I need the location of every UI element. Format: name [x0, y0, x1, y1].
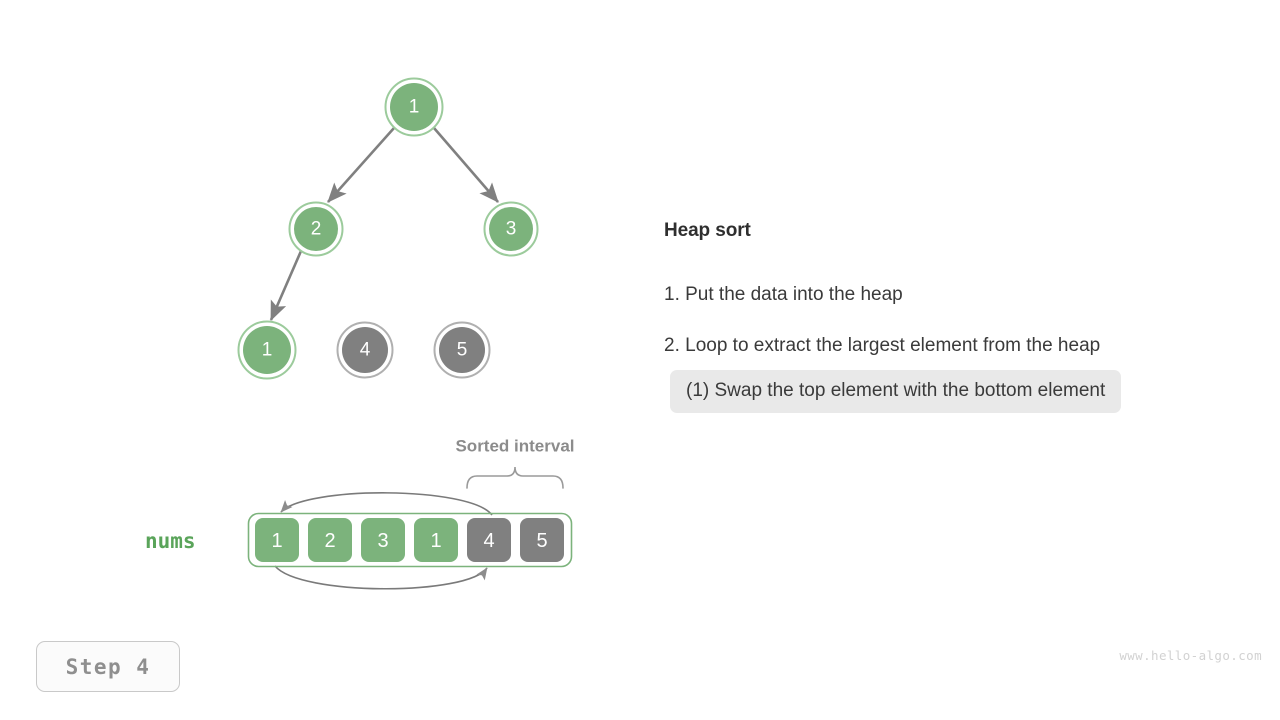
- tree-node-ring: [288, 201, 344, 257]
- tree-node-circle: [342, 327, 388, 373]
- tree-node-ring: [433, 321, 491, 379]
- array-cell-box: [467, 518, 511, 562]
- tree-node-circle: [390, 83, 438, 131]
- array-cell-1[interactable]: 2: [308, 518, 352, 562]
- page-title: Heap sort: [664, 220, 751, 241]
- array-cell-box: [308, 518, 352, 562]
- array-cell-value: 3: [377, 530, 388, 552]
- swap-arrow-top: [280, 492, 493, 516]
- tree-node-circle: [243, 326, 291, 374]
- sorted-interval-brace: [466, 466, 564, 489]
- tree-node-circle: [439, 327, 485, 373]
- tree-edges: [269, 127, 499, 321]
- array-cell-box: [520, 518, 564, 562]
- sorted-interval-label: Sorted interval: [455, 437, 574, 456]
- algorithm-step-1: 1. Put the data into the heap: [664, 284, 903, 305]
- array-cell-5[interactable]: 5: [520, 518, 564, 562]
- swap-arrow-bottom: [274, 565, 488, 590]
- tree-node-ring: [336, 321, 394, 379]
- tree-node-circle: [294, 207, 338, 251]
- algorithm-step-2: 2. Loop to extract the largest element f…: [664, 335, 1101, 356]
- tree-node-value: 3: [506, 219, 517, 240]
- tree-node-ring: [483, 201, 539, 257]
- tree-node-root[interactable]: 1: [384, 77, 444, 137]
- tree-node-value: 4: [360, 340, 371, 361]
- array-cell-box: [414, 518, 458, 562]
- tree-node-left[interactable]: 2: [288, 201, 344, 257]
- array-cell-value: 1: [430, 530, 441, 552]
- tree-node-ring: [384, 77, 444, 137]
- algorithm-substep-highlight: (1) Swap the top element with the bottom…: [670, 370, 1122, 413]
- tree-node-leftleft[interactable]: 1: [237, 320, 297, 380]
- array-cell-2[interactable]: 3: [361, 518, 405, 562]
- tree-node-value: 5: [457, 340, 468, 361]
- tree-node-sorted-5[interactable]: 5: [433, 321, 491, 379]
- tree-edge-left-leftleft: [269, 250, 303, 321]
- step-badge: Step 4: [36, 641, 180, 692]
- tree-edge-root-right: [433, 127, 499, 203]
- array-cell-0[interactable]: 1: [255, 518, 299, 562]
- array-frame: [247, 512, 573, 568]
- array-cell-box: [255, 518, 299, 562]
- array-cell-4[interactable]: 4: [467, 518, 511, 562]
- tree-edge-root-left: [327, 127, 395, 203]
- array-cell-box: [361, 518, 405, 562]
- array-cell-value: 2: [324, 530, 335, 552]
- tree-node-circle: [489, 207, 533, 251]
- tree-node-value: 1: [262, 340, 273, 361]
- array-cell-value: 5: [536, 530, 547, 552]
- explanation-panel: Heap sort 1. Put the data into the heap …: [664, 218, 1254, 413]
- array-cell-3[interactable]: 1: [414, 518, 458, 562]
- array-label: nums: [145, 529, 196, 553]
- tree-node-value: 2: [311, 219, 322, 240]
- tree-node-sorted-4[interactable]: 4: [336, 321, 394, 379]
- watermark: www.hello-algo.com: [1119, 648, 1262, 663]
- array-cell-value: 1: [271, 530, 282, 552]
- tree-node-right[interactable]: 3: [483, 201, 539, 257]
- tree-node-value: 1: [409, 97, 420, 118]
- tree-node-ring: [237, 320, 297, 380]
- array-cell-value: 4: [483, 530, 494, 552]
